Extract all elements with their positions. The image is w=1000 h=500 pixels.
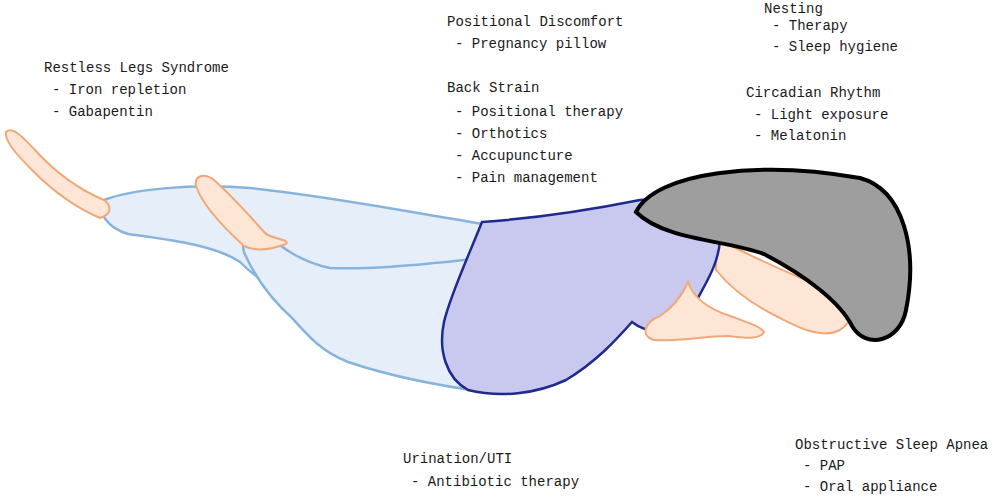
label-slot: Back Strain [447,79,539,97]
treatment-item: - Accupuncture [455,147,573,165]
label-slot: - PAP [803,457,845,475]
label-slot: Circadian Rhythm [746,84,880,102]
treatment-item: - Light exposure [754,106,888,124]
label-slot: - Therapy [772,17,848,35]
label-slot: - Accupuncture [455,147,573,165]
label-slot: - Oral appliance [803,478,937,496]
treatment-item: - Gabapentin [52,103,153,121]
treatment-item: - PAP [803,457,845,475]
condition-heading: Back Strain [447,79,539,97]
condition-heading: Restless Legs Syndrome [44,59,229,77]
label-slot: Nesting [764,0,823,18]
label-slot: - Positional therapy [455,103,623,121]
condition-heading: Obstructive Sleep Apnea [795,436,988,454]
label-slot: Urination/UTI [403,450,512,468]
label-slot: - Iron repletion [52,81,186,99]
treatment-item: - Iron repletion [52,81,186,99]
treatment-item: - Pain management [455,169,598,187]
label-slot: - Sleep hygiene [772,38,898,56]
treatment-item: - Sleep hygiene [772,38,898,56]
label-slot: - Orthotics [455,125,547,143]
treatment-item: - Melatonin [754,127,846,145]
label-slot: Positional Discomfort [447,13,623,31]
label-slot: - Light exposure [754,106,888,124]
condition-heading: Urination/UTI [403,450,512,468]
condition-heading: Circadian Rhythm [746,84,880,102]
condition-heading: Nesting [764,0,823,18]
treatment-item: - Positional therapy [455,103,623,121]
treatment-item: - Therapy [772,17,848,35]
treatment-item: - Antibiotic therapy [411,473,579,491]
label-slot: - Pain management [455,169,598,187]
label-slot: - Antibiotic therapy [411,473,579,491]
treatment-item: - Orthotics [455,125,547,143]
label-slot: - Gabapentin [52,103,153,121]
treatment-item: - Pregnancy pillow [455,35,606,53]
label-slot: - Pregnancy pillow [455,35,606,53]
far-foot [6,130,110,218]
label-slot: Obstructive Sleep Apnea [795,436,988,454]
label-slot: - Melatonin [754,127,846,145]
near-foot [196,176,287,250]
label-slot: Restless Legs Syndrome [44,59,229,77]
arm [645,282,764,340]
condition-heading: Positional Discomfort [447,13,623,31]
hair [636,170,910,340]
treatment-item: - Oral appliance [803,478,937,496]
